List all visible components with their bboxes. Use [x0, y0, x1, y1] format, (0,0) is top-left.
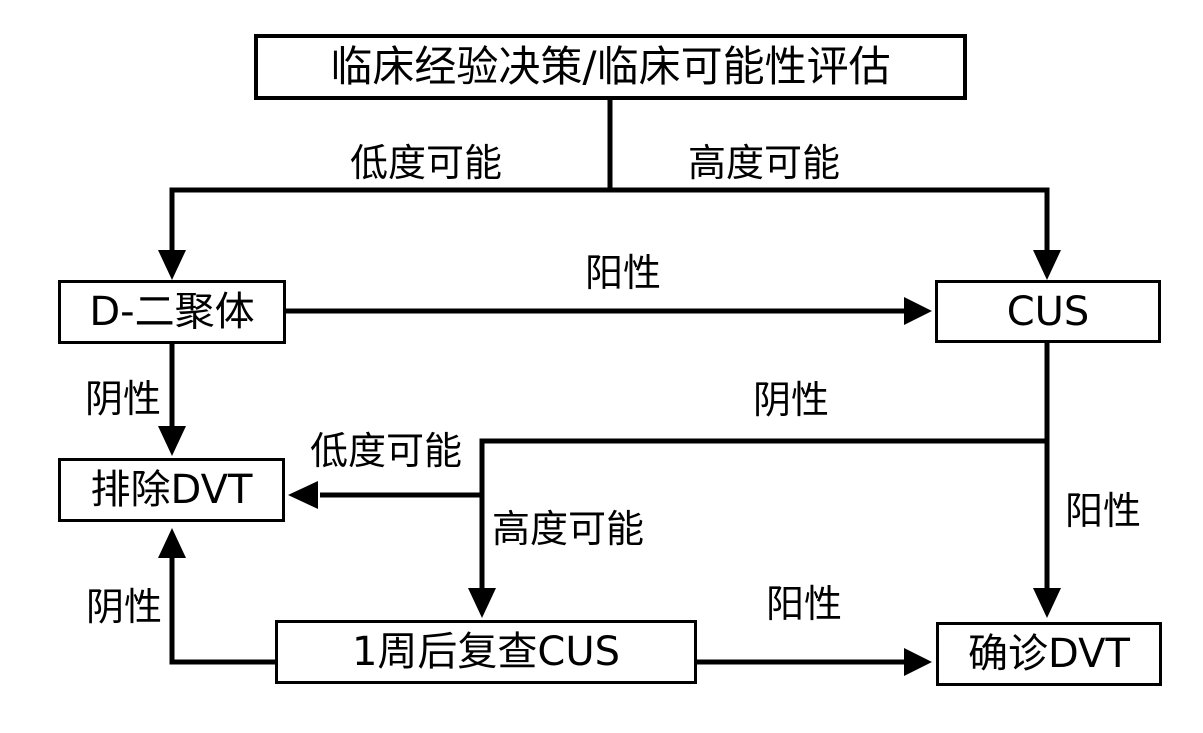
edge-ddimer-to-cus	[286, 297, 932, 325]
edge-recheck-to-exclude	[158, 528, 275, 665]
edge-cus-negative-to-recheck	[468, 438, 1047, 618]
label-positive-cus-to-confirm: 阳性	[1065, 489, 1142, 533]
label-negative-ddimer-to-exclude: 阴性	[85, 377, 162, 421]
label-positive-recheck-to-confirm: 阳性	[766, 582, 843, 626]
node-d-dimer: D-二聚体	[58, 280, 286, 344]
edge-recheck-to-confirm	[697, 648, 932, 676]
label-negative-cus-branch: 阴性	[753, 378, 830, 422]
node-cus: CUS	[935, 280, 1161, 343]
label-high-probability-top: 高度可能	[688, 141, 841, 185]
node-recheck-cus-1week: 1周后复查CUS	[275, 620, 697, 684]
label-high-probability-mid: 高度可能	[492, 507, 645, 551]
edge-cus-to-confirm	[1033, 343, 1061, 618]
node-confirm-dvt: 确诊DVT	[936, 622, 1162, 686]
edge-branch-to-exclude	[288, 481, 482, 509]
label-positive-ddimer-to-cus: 阳性	[585, 251, 662, 295]
edge-fork-low-high	[158, 187, 1061, 280]
node-clinical-assessment: 临床经验决策/临床可能性评估	[254, 34, 967, 100]
label-negative-recheck-to-exclude: 阴性	[86, 585, 163, 629]
label-low-probability-mid: 低度可能	[310, 429, 463, 473]
label-low-probability-top: 低度可能	[350, 141, 503, 185]
edge-ddimer-to-exclude	[158, 344, 186, 456]
node-exclude-dvt: 排除DVT	[58, 458, 285, 522]
